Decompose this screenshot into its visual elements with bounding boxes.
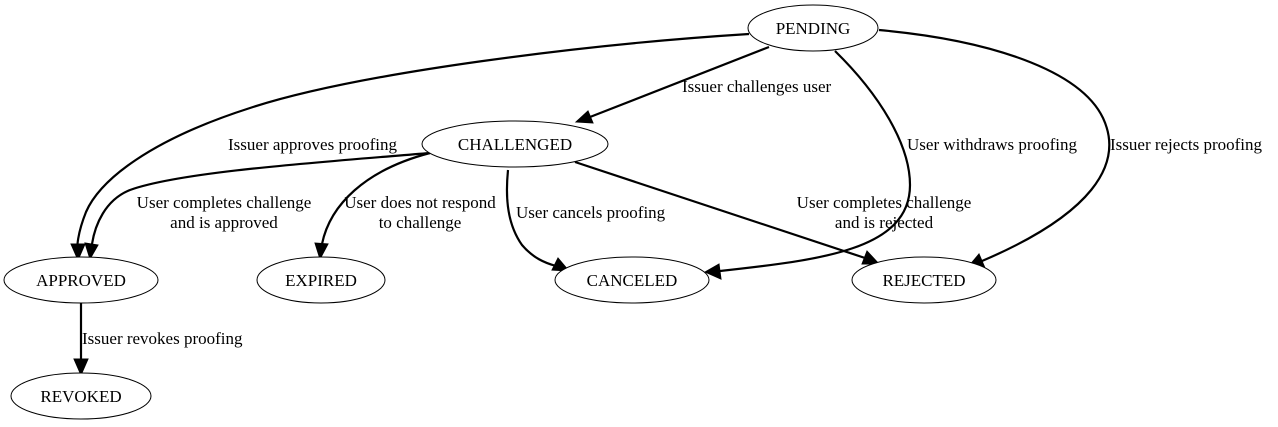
node-revoked-label: REVOKED	[40, 387, 121, 406]
node-expired: EXPIRED	[256, 256, 386, 304]
edge-label-user-withdraws-proofing: User withdraws proofing	[907, 135, 1077, 154]
edge-label-completes-rejected-line1: User completes challenge	[797, 193, 972, 212]
edge-label-completes-approved-line2: and is approved	[170, 213, 278, 232]
node-rejected: REJECTED	[851, 256, 997, 304]
edge-pending-to-canceled	[703, 50, 912, 280]
edge-label-issuer-revokes-proofing: Issuer revokes proofing	[82, 329, 243, 348]
node-approved: APPROVED	[3, 256, 159, 304]
edge-label-issuer-rejects-proofing: Issuer rejects proofing	[1110, 135, 1263, 154]
node-canceled-label: CANCELED	[587, 271, 678, 290]
node-pending-label: PENDING	[776, 19, 851, 38]
edge-label-completes-rejected-line2: and is rejected	[835, 213, 934, 232]
edge-label-no-response-line2: to challenge	[379, 213, 462, 232]
node-expired-label: EXPIRED	[285, 271, 357, 290]
edge-label-issuer-challenges-user: Issuer challenges user	[682, 77, 832, 96]
edge-label-completes-approved-line1: User completes challenge	[137, 193, 312, 212]
edge-challenged-to-expired	[314, 151, 431, 261]
node-canceled: CANCELED	[554, 256, 710, 304]
node-challenged: CHALLENGED	[421, 120, 609, 168]
node-challenged-label: CHALLENGED	[458, 135, 572, 154]
node-pending: PENDING	[747, 4, 879, 52]
node-revoked: REVOKED	[10, 372, 152, 420]
edge-challenged-to-canceled	[505, 169, 571, 272]
node-rejected-label: REJECTED	[882, 271, 965, 290]
edge-label-no-response-line1: User does not respond	[344, 193, 496, 212]
edge-label-issuer-approves-proofing: Issuer approves proofing	[228, 135, 398, 154]
node-approved-label: APPROVED	[36, 271, 126, 290]
edge-pending-to-challenged	[574, 45, 770, 124]
edge-challenged-to-approved	[84, 151, 431, 261]
edge-approved-to-revoked	[73, 303, 89, 377]
edge-pending-to-approved	[70, 32, 750, 262]
edge-label-user-cancels-proofing: User cancels proofing	[516, 203, 666, 222]
edge-challenged-to-rejected	[574, 160, 881, 265]
